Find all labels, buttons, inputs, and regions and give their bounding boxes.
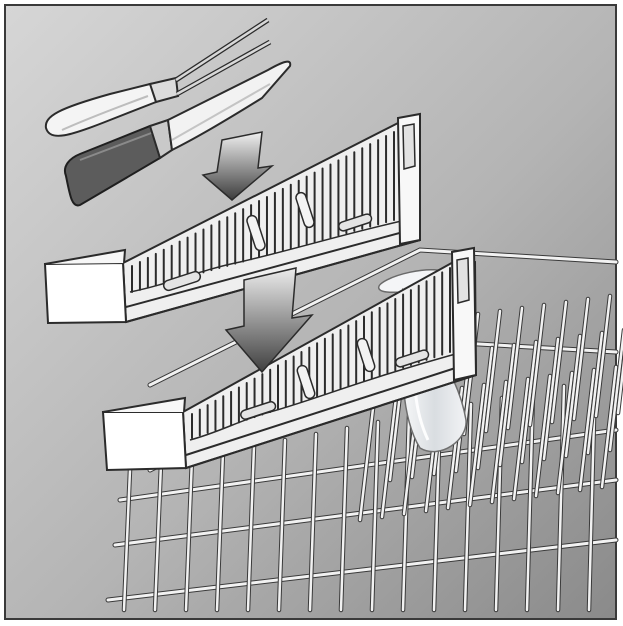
rack-wire xyxy=(370,420,380,612)
rack-wire xyxy=(277,438,287,612)
rack-wire xyxy=(556,384,566,612)
rack-wire xyxy=(525,390,535,612)
rack-tine xyxy=(498,343,516,467)
rack-tine xyxy=(520,340,538,464)
upper-arrow xyxy=(201,131,275,201)
rack-tine xyxy=(600,365,618,489)
rack-tine xyxy=(572,297,590,421)
cutlery-tray-lower xyxy=(101,246,478,472)
rack-tine xyxy=(564,334,582,458)
rack-wire xyxy=(246,444,256,612)
rack-tine xyxy=(578,368,596,492)
rack-tine xyxy=(484,309,502,433)
cutlery-tray-upper xyxy=(43,112,421,325)
rack-tine xyxy=(528,303,546,427)
rack-tine xyxy=(490,380,508,504)
rack-tine xyxy=(512,377,530,501)
carving-knife xyxy=(64,60,292,207)
rack-wire xyxy=(463,402,473,612)
rack-tine xyxy=(586,331,604,455)
rack-tine xyxy=(550,300,568,424)
rack-tine xyxy=(608,329,623,452)
rack-tine xyxy=(506,306,524,430)
rack-wire xyxy=(122,468,132,612)
carving-fork xyxy=(44,17,272,137)
rack-tine xyxy=(534,374,552,498)
rack-wire xyxy=(339,426,349,612)
rack-tine xyxy=(358,398,376,522)
lower-arrow xyxy=(224,267,314,374)
rack-wire xyxy=(184,456,194,612)
rack-tine xyxy=(594,294,612,418)
rack-tine xyxy=(476,346,494,470)
rack-tine xyxy=(468,383,486,507)
rack-tine xyxy=(542,337,560,461)
rack-wire xyxy=(308,432,318,612)
rack-tine xyxy=(556,371,574,495)
rack-tine xyxy=(380,395,398,519)
rack-tine xyxy=(616,359,623,415)
rack-wire xyxy=(215,450,225,612)
rack-wire xyxy=(153,462,163,612)
